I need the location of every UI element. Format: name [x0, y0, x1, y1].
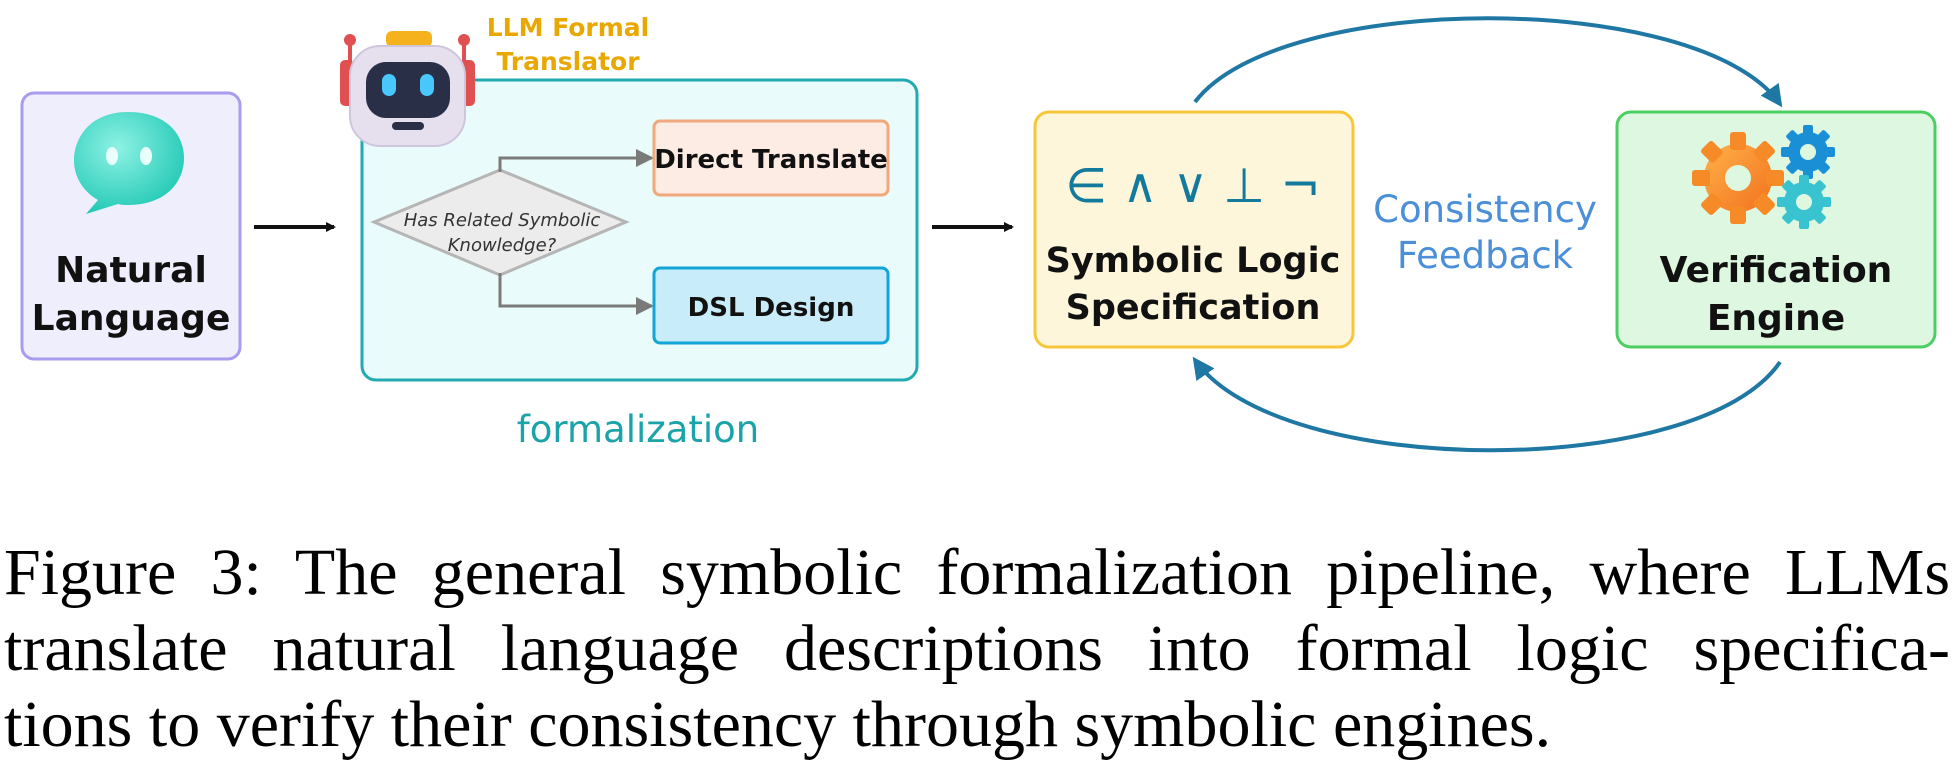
- feedback-label-2: Feedback: [1397, 234, 1574, 277]
- direct-translate-box: [652, 119, 890, 197]
- dsl-design-box: [652, 266, 890, 345]
- verification-label-1: Verification: [1660, 250, 1893, 291]
- caption-line-3: tions to verify their consistency throug…: [4, 688, 1552, 761]
- feedback-label-1: Consistency: [1373, 188, 1597, 231]
- logic-symbols: ∈ ∧ ∨ ⊥ ¬: [1065, 158, 1320, 214]
- gears-icon: [1692, 125, 1835, 229]
- robot-icon: [340, 31, 475, 147]
- decision-label-1: Has Related Symbolic: [404, 210, 601, 231]
- verification-node: Verification Engine: [1615, 110, 1937, 349]
- figure-caption: Figure 3: The general symbolic formaliza…: [4, 535, 1950, 763]
- symbolic-spec-label-1: Symbolic Logic: [1046, 241, 1341, 281]
- dsl-design-label: DSL Design: [688, 293, 855, 323]
- natural-language-node: Natural Language: [20, 91, 242, 361]
- formalization-label: formalization: [517, 408, 759, 451]
- natural-language-label-1: Natural: [55, 250, 207, 291]
- formalization-node: LLM Formal Translator Has Related Symbol…: [340, 13, 919, 451]
- decision-label-2: Knowledge?: [448, 235, 557, 256]
- arrow-engine-to-spec: [1192, 356, 1782, 453]
- connector-to-dsl: [498, 273, 654, 315]
- chat-bubble-icon: [74, 112, 184, 214]
- arrow-spec-to-engine: [1193, 16, 1783, 108]
- connector-to-direct: [498, 149, 654, 172]
- caption-line-2: translate natural language descriptions …: [4, 612, 1950, 685]
- translator-label-1: LLM Formal: [487, 13, 650, 42]
- symbolic-spec-box: [1033, 110, 1355, 349]
- symbolic-spec-label-2: Specification: [1066, 288, 1321, 328]
- translator-label-2: Translator: [496, 47, 640, 76]
- direct-translate-label: Direct Translate: [654, 145, 888, 175]
- decision-diamond: [370, 168, 630, 277]
- natural-language-label-2: Language: [32, 298, 231, 339]
- symbolic-spec-node: ∈ ∧ ∨ ⊥ ¬ Symbolic Logic Specification: [1033, 110, 1355, 349]
- caption-line-1: Figure 3: The general symbolic formaliza…: [4, 536, 1950, 609]
- verification-label-2: Engine: [1707, 298, 1845, 339]
